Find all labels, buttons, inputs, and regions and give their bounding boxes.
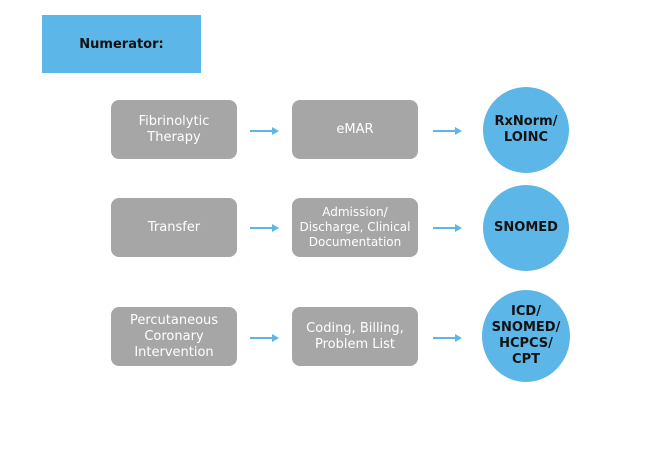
system-box-coding-billing: Coding, Billing, Problem List	[292, 307, 418, 366]
standard-circle-icd-snomed-hcpcs-cpt: ICD/ SNOMED/ HCPCS/ CPT	[482, 290, 570, 382]
arrow-right-icon	[433, 334, 462, 342]
source-box-fibrinolytic-therapy: Fibrinolytic Therapy	[111, 100, 237, 159]
standard-circle-snomed: SNOMED	[483, 185, 569, 271]
arrow-right-icon	[433, 224, 462, 232]
system-box-admission-discharge: Admission/ Discharge, Clinical Documenta…	[292, 198, 418, 257]
arrow-right-icon	[250, 127, 279, 135]
arrow-right-icon	[433, 127, 462, 135]
arrow-right-icon	[250, 334, 279, 342]
source-box-transfer: Transfer	[111, 198, 237, 257]
arrow-right-icon	[250, 224, 279, 232]
numerator-header: Numerator:	[42, 15, 201, 73]
numerator-label: Numerator:	[79, 36, 164, 52]
system-box-emar: eMAR	[292, 100, 418, 159]
source-box-percutaneous-coronary-intervention: Percutaneous Coronary Intervention	[111, 307, 237, 366]
standard-circle-rxnorm-loinc: RxNorm/ LOINC	[483, 87, 569, 173]
